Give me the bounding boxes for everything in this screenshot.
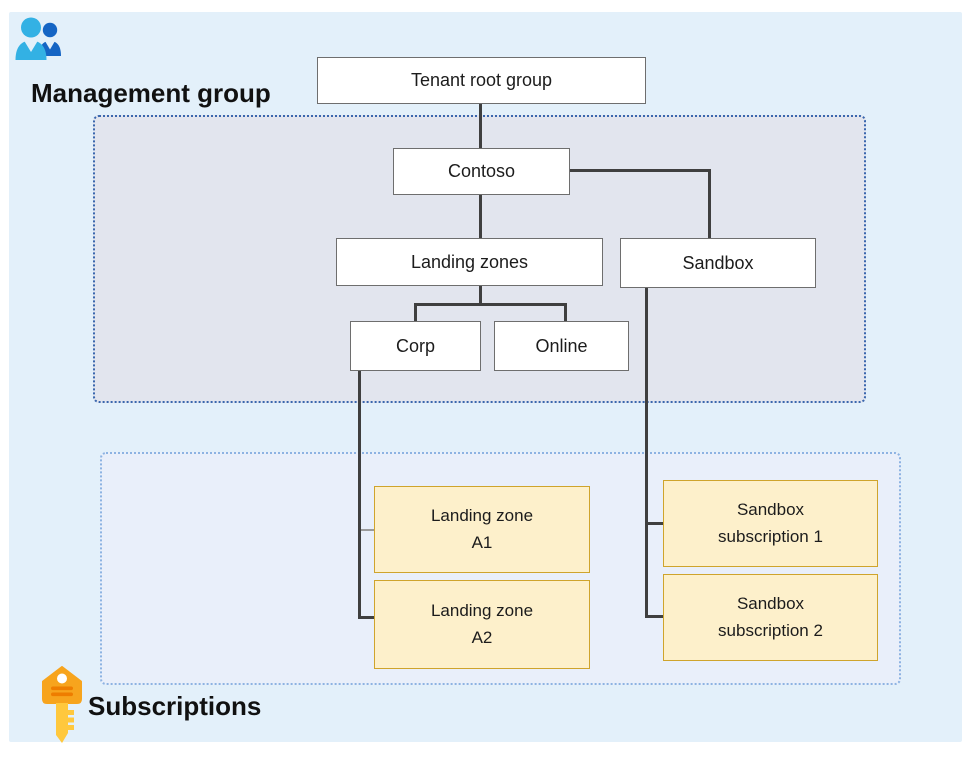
connector-sandbox-vertical [645, 287, 648, 618]
connector-contoso-landingzones [479, 195, 482, 239]
node-online-label: Online [535, 335, 588, 356]
subscriptions-title: Subscriptions [88, 691, 262, 721]
connector-landingzones-stem [479, 285, 482, 306]
node-online: Online [494, 321, 629, 371]
key-icon [40, 666, 84, 744]
node-tenant-root-group-label: Tenant root group [410, 70, 553, 90]
connector-corp-vertical [358, 370, 361, 619]
connector-tenant-contoso [479, 104, 482, 149]
subscription-sandbox-1-line2: subscription 1 [718, 526, 823, 546]
subscription-sandbox-2-line2: subscription 2 [718, 620, 823, 640]
connector-bar-corp [414, 303, 417, 322]
key-icon-svg [42, 666, 82, 743]
subscription-landing-zone-a1-line1: Landing zone [430, 506, 534, 526]
subscription-sandbox-2-line1: Sandbox [736, 594, 805, 614]
node-contoso: Contoso [393, 148, 570, 195]
subscription-sandbox-1: Sandbox subscription 1 [663, 480, 878, 567]
node-contoso-label: Contoso [447, 161, 516, 181]
connector-sandbox-sub1-stub [648, 522, 663, 525]
subscription-landing-zone-a2: Landing zone A2 [374, 580, 590, 669]
connector-corp-a1-stub [361, 529, 374, 531]
people-icon [13, 15, 65, 63]
connector-sandbox-sub2-stub [648, 615, 663, 618]
subscription-landing-zone-a1: Landing zone A1 [374, 486, 590, 573]
connector-bar-online [564, 303, 567, 322]
node-corp-label: Corp [395, 335, 435, 356]
node-sandbox: Sandbox [620, 238, 816, 288]
connector-landingzones-bar [414, 303, 567, 306]
people-icon-svg [15, 17, 61, 60]
subscription-landing-zone-a2-line2: A2 [471, 627, 493, 647]
subscription-landing-zone-a1-line2: A1 [471, 532, 493, 552]
subscription-sandbox-2: Sandbox subscription 2 [663, 574, 878, 661]
node-landing-zones: Landing zones [336, 238, 603, 286]
node-corp: Corp [350, 321, 481, 371]
subscription-landing-zone-a2-line1: Landing zone [430, 601, 534, 621]
node-tenant-root-group: Tenant root group [317, 57, 646, 104]
connector-corp-a2-stub [358, 616, 374, 619]
node-landing-zones-label: Landing zones [410, 251, 529, 272]
connector-contoso-sandbox-vertical [708, 169, 711, 239]
node-sandbox-label: Sandbox [682, 252, 754, 273]
connector-contoso-sandbox-horizontal [569, 169, 711, 172]
subscription-sandbox-1-line1: Sandbox [736, 500, 805, 520]
management-group-title: Management group [31, 78, 271, 108]
